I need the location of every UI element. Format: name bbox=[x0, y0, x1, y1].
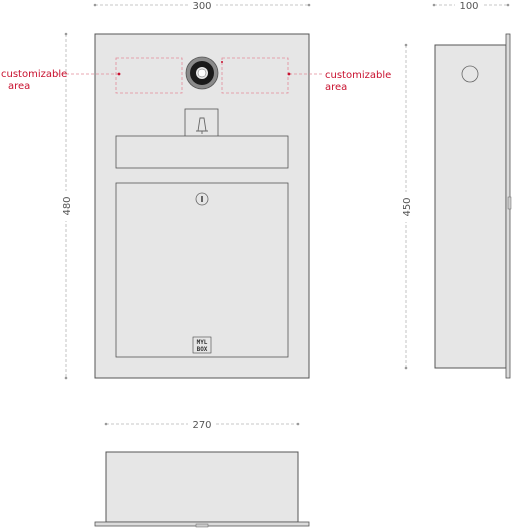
front-width-dimension: 300 bbox=[93, 0, 311, 12]
left-area-label-line2: area bbox=[8, 81, 30, 92]
side-view: 100 450 bbox=[399, 0, 512, 379]
logo-line-2: BOX bbox=[197, 346, 208, 353]
bottom-width-dimension: 270 bbox=[104, 418, 300, 431]
side-body bbox=[434, 44, 507, 369]
side-depth-label: 100 bbox=[459, 1, 478, 12]
side-depth-dimension: 100 bbox=[432, 0, 510, 12]
bottom-width-label: 270 bbox=[192, 420, 211, 431]
side-handle bbox=[507, 196, 512, 210]
front-view: 300 480 customizable area customizable a… bbox=[1, 0, 391, 380]
right-area-label-line1: customizable bbox=[325, 70, 391, 81]
front-height-label: 480 bbox=[62, 196, 73, 215]
right-area-label-line2: area bbox=[325, 82, 347, 93]
side-height-label: 450 bbox=[402, 197, 413, 216]
left-area-label-line1: customizable bbox=[1, 69, 67, 80]
logo-line-1: MYL bbox=[197, 339, 208, 346]
side-camera-icon bbox=[461, 65, 479, 83]
bell-icon bbox=[196, 117, 208, 134]
front-height-dimension: 480 bbox=[59, 32, 73, 380]
brand-logo: MYL BOX bbox=[192, 336, 212, 354]
camera-icon bbox=[185, 56, 223, 90]
front-width-label: 300 bbox=[192, 1, 211, 12]
bottom-body bbox=[105, 451, 299, 523]
bottom-handle bbox=[195, 523, 209, 528]
left-customizable-area bbox=[115, 57, 183, 94]
right-customizable-area bbox=[221, 57, 289, 94]
side-height-dimension: 450 bbox=[399, 43, 413, 370]
mailbox-door bbox=[115, 182, 289, 358]
bottom-view: 270 bbox=[94, 418, 310, 528]
lock-icon bbox=[195, 192, 209, 206]
mail-slot bbox=[115, 135, 289, 169]
